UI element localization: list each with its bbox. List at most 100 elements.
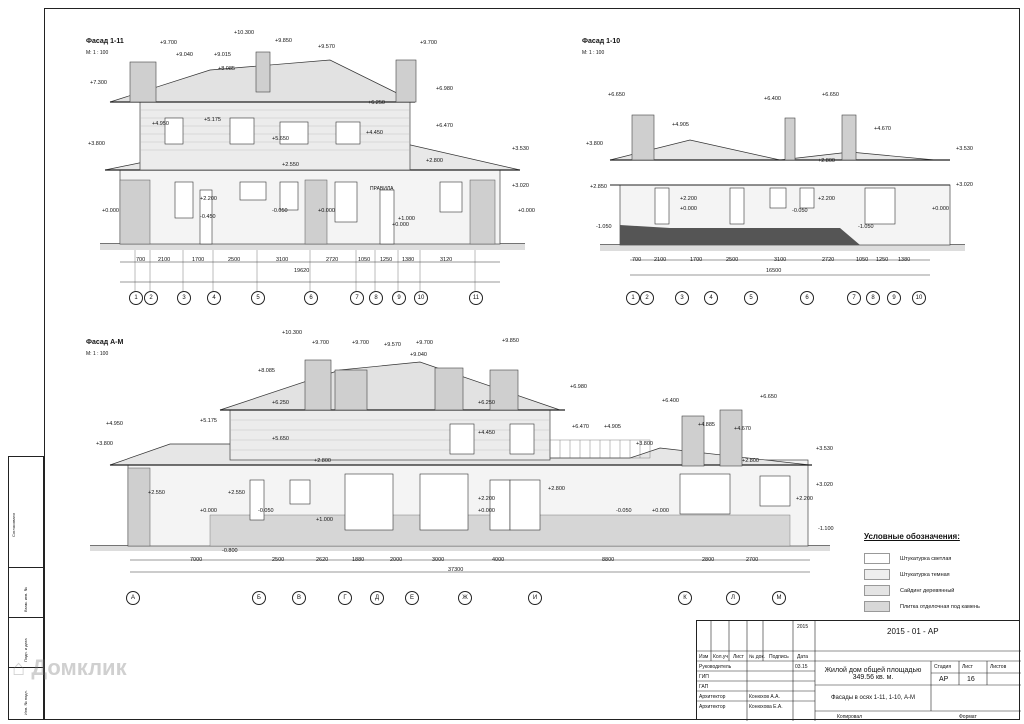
dim-value: 2000: [390, 557, 403, 563]
dim-value: 4000: [492, 557, 505, 563]
dim-value: 3120: [440, 257, 453, 263]
level-mark: +9.040: [410, 352, 427, 358]
sidebar-label: Согласовано: [11, 512, 16, 537]
facade-2-scale: М: 1 : 100: [582, 50, 605, 56]
level-mark: +5.650: [272, 136, 289, 142]
sidebar-label: Инв. № подл.: [23, 690, 28, 715]
dim-value: 1380: [402, 257, 415, 263]
stamp-role: Архитектор: [699, 694, 726, 700]
approval-sidebar: Согласовано Взам. инв. № Подп. и дата Ин…: [8, 456, 44, 720]
level-mark: +9.570: [384, 342, 401, 348]
dim-value: 1380: [898, 257, 911, 263]
axis-bubble: М: [772, 591, 786, 605]
stamp-year: 2015: [797, 624, 809, 630]
level-mark: +2.200: [818, 196, 835, 202]
level-mark: +0.000: [478, 508, 495, 514]
level-mark: +6.980: [436, 86, 453, 92]
axis-bubble: 6: [304, 291, 318, 305]
axis-bubble: 7: [847, 291, 861, 305]
stamp-project: Жилой дом общей площадью 349.56 кв. м.: [824, 667, 922, 681]
stamp-name: Конюхов А.А.: [749, 694, 780, 700]
level-mark: +0.000: [102, 208, 119, 214]
sign-text: ПРАВИЛА: [370, 186, 394, 192]
level-mark: -0.050: [258, 508, 274, 514]
watermark-home-icon: ⌂: [12, 655, 26, 680]
legend-swatch: [864, 553, 890, 564]
stamp-sheet-title: Фасады в осях 1-11, 1-10, А-М: [830, 695, 916, 701]
dim-value: 8800: [602, 557, 615, 563]
level-mark: +9.015: [214, 52, 231, 58]
dim-value: 2620: [316, 557, 329, 563]
level-mark: +6.980: [570, 384, 587, 390]
level-mark: +10.300: [234, 30, 255, 36]
level-mark: -0.800: [222, 548, 238, 554]
level-mark: +6.650: [822, 92, 839, 98]
facade-3-scale: М: 1 : 100: [86, 351, 109, 357]
level-mark: -1.100: [818, 526, 834, 532]
stamp-format: Формат: [959, 714, 977, 720]
dim-value: 700: [136, 257, 146, 263]
axis-bubble: 1: [129, 291, 143, 305]
dim-value: 1250: [876, 257, 889, 263]
axis-bubble: 2: [144, 291, 158, 305]
level-mark: +9.570: [318, 44, 335, 50]
sidebar-label: Взам. инв. №: [23, 587, 28, 612]
level-mark: +2.200: [796, 496, 813, 502]
level-mark: +3.800: [96, 441, 113, 447]
level-mark: +9.040: [176, 52, 193, 58]
dim-value: 3100: [276, 257, 289, 263]
watermark-text: Домклик: [31, 655, 127, 680]
dim-value: 2720: [326, 257, 339, 263]
level-mark: +4.905: [672, 122, 689, 128]
axis-bubble: К: [678, 591, 692, 605]
legend-title: Условные обозначения:: [864, 532, 960, 541]
axis-bubble: В: [292, 591, 306, 605]
dim-value: 7000: [190, 557, 203, 563]
level-mark: +3.020: [956, 182, 973, 188]
stamp-date: 03.15: [795, 664, 808, 670]
dim-value: 700: [632, 257, 642, 263]
dim-value: 2800: [702, 557, 715, 563]
dim-value: 1880: [352, 557, 365, 563]
level-mark: +0.000: [652, 508, 669, 514]
stamp-header: Подпись: [769, 654, 789, 660]
stamp-sheet: 16: [967, 676, 975, 683]
level-mark: +3.530: [816, 446, 833, 452]
stamp-header: Лист: [733, 654, 744, 660]
level-mark: +4.950: [152, 121, 169, 127]
dim-value: 1700: [192, 257, 205, 263]
level-mark: +5.175: [204, 117, 221, 123]
legend-label: Плитка отделочная под камень: [900, 604, 980, 610]
stamp-header: Дата: [797, 654, 809, 660]
level-mark: +9.850: [502, 338, 519, 344]
axis-bubble: 8: [369, 291, 383, 305]
level-mark: +2.200: [680, 196, 697, 202]
dim-value: 2500: [726, 257, 739, 263]
level-mark: -0.050: [616, 508, 632, 514]
axis-bubble: 10: [912, 291, 926, 305]
level-mark: +5.175: [200, 418, 217, 424]
axis-bubble: И: [528, 591, 542, 605]
level-mark: +10.300: [282, 330, 303, 336]
axis-bubble: Д: [370, 591, 384, 605]
stamp-name: Конюхова Е.А.: [749, 704, 783, 710]
axis-bubble: 3: [675, 291, 689, 305]
facade-1-title: Фасад 1-11: [86, 38, 124, 45]
level-mark: +4.670: [874, 126, 891, 132]
level-mark: -0.050: [272, 208, 288, 214]
stamp-stage: АР: [939, 676, 949, 683]
stamp-header: № док.: [749, 654, 766, 660]
axis-bubble: А: [126, 591, 140, 605]
axis-bubble: 7: [350, 291, 364, 305]
stamp-code: 2015 - 01 - АР: [887, 627, 939, 636]
level-mark: +2.200: [478, 496, 495, 502]
legend-label: Штукатурка темная: [900, 572, 950, 578]
dim-value: 3100: [774, 257, 787, 263]
level-mark: +2.800: [314, 458, 331, 464]
level-mark: +2.550: [148, 490, 165, 496]
axis-bubble: 5: [744, 291, 758, 305]
level-mark: +3.800: [636, 441, 653, 447]
axis-bubble: 2: [640, 291, 654, 305]
facade-1-drawing: [100, 51, 525, 292]
level-mark: +8.085: [258, 368, 275, 374]
